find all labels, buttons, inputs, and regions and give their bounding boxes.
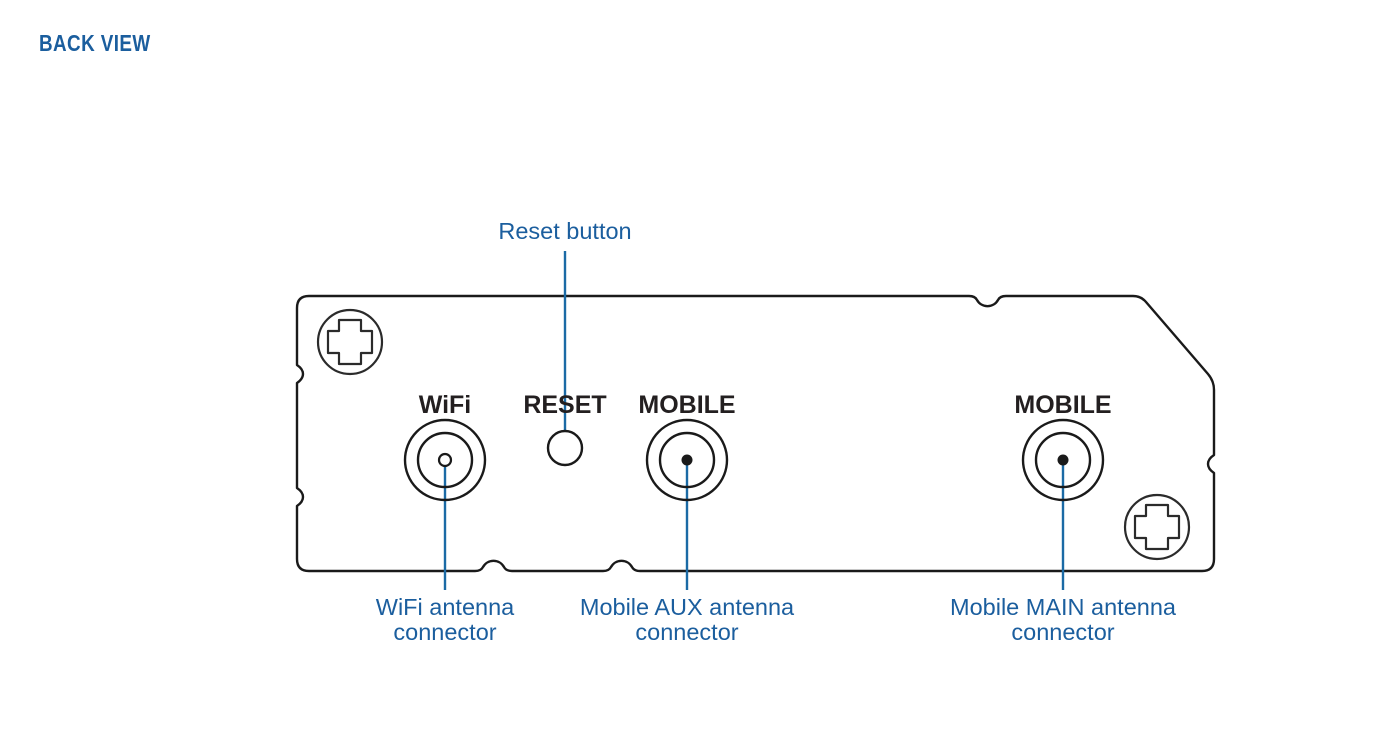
device-outline-group [295, 294, 1216, 573]
callout-mobile-aux-antenna-connector: Mobile AUX antenna connector [580, 595, 794, 644]
port-label-mobile-main: MOBILE [1014, 391, 1111, 419]
callout-mobile-main-antenna-connector: Mobile MAIN antenna connector [950, 595, 1176, 644]
port-label-mobile-aux: MOBILE [638, 391, 735, 419]
callout-wifi-line1: WiFi antenna [375, 594, 515, 620]
callout-mobile-aux-line1: Mobile AUX antenna [579, 594, 795, 620]
port-label-wifi: WiFi [419, 391, 472, 419]
callout-reset-line1: Reset button [498, 218, 632, 244]
mobile-aux-antenna-connector[interactable] [645, 418, 729, 502]
callout-reset-button: Reset button [498, 219, 631, 244]
page-title: BACK VIEW [39, 30, 151, 56]
callout-mobile-main-line1: Mobile MAIN antenna [950, 594, 1176, 620]
screw-top-left [316, 308, 384, 376]
callout-mobile-aux-line2: connector [635, 618, 739, 645]
callout-wifi-line2: connector [393, 618, 497, 645]
mobile-main-antenna-connector[interactable] [1021, 418, 1105, 502]
screw-bottom-right [1123, 493, 1191, 561]
callout-wifi-antenna-connector: WiFi antenna connector [376, 595, 514, 644]
reset-button-hole[interactable] [546, 429, 584, 467]
wifi-antenna-connector[interactable] [403, 418, 487, 502]
port-label-reset: RESET [523, 391, 606, 419]
device-body-outline [295, 294, 1216, 573]
callout-mobile-main-line2: connector [1011, 618, 1115, 645]
